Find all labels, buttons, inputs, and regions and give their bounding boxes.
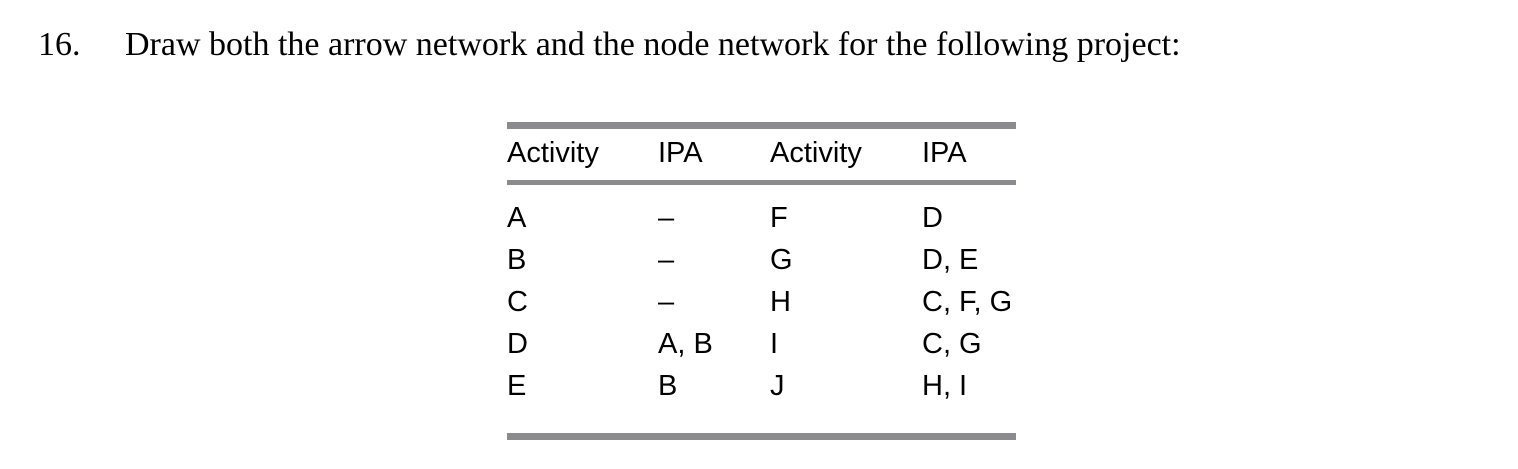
cell-ipa-1: A, B [658,328,713,360]
cell-activity-1: A [507,202,527,234]
cell-activity-1: E [507,370,527,402]
cell-activity-1: B [507,244,527,276]
table-row: A – F D [507,201,1016,243]
cell-ipa-2: C, F, G [922,286,1013,318]
column-header-activity-1: Activity [507,137,599,169]
cell-activity-2: H [770,286,791,318]
cell-ipa-2: C, G [922,328,982,360]
cell-ipa-1: – [658,286,675,318]
cell-ipa-2: D [922,202,943,234]
cell-activity-2: I [770,328,779,360]
table-row: B – G D, E [507,243,1016,285]
cell-activity-1: D [507,328,528,360]
column-header-ipa-2: IPA [922,137,967,169]
cell-ipa-1: – [658,244,675,276]
table-body: A – F D B – G D, E C – H C, F, G D A, B … [507,201,1016,411]
table-row: C – H C, F, G [507,285,1016,327]
cell-ipa-2: D, E [922,244,979,276]
table-header-row: Activity IPA Activity IPA [507,136,1016,180]
table-row: E B J H, I [507,369,1016,411]
cell-ipa-2: H, I [922,370,968,402]
cell-activity-2: J [770,370,785,402]
table-bottom-rule [507,433,1016,440]
cell-activity-2: F [770,202,788,234]
question-heading: 16. Draw both the arrow network and the n… [38,24,1488,66]
question-number: 16. [38,26,81,63]
cell-ipa-1: B [658,370,678,402]
activity-ipa-table: Activity IPA Activity IPA A – F D B – G … [507,122,1016,440]
table-header-rule [507,180,1016,185]
table-top-rule [507,122,1016,129]
question-text: Draw both the arrow network and the node… [125,26,1181,63]
cell-ipa-1: – [658,202,675,234]
cell-activity-1: C [507,286,528,318]
column-header-ipa-1: IPA [658,137,703,169]
column-header-activity-2: Activity [770,137,862,169]
cell-activity-2: G [770,244,793,276]
table-row: D A, B I C, G [507,327,1016,369]
